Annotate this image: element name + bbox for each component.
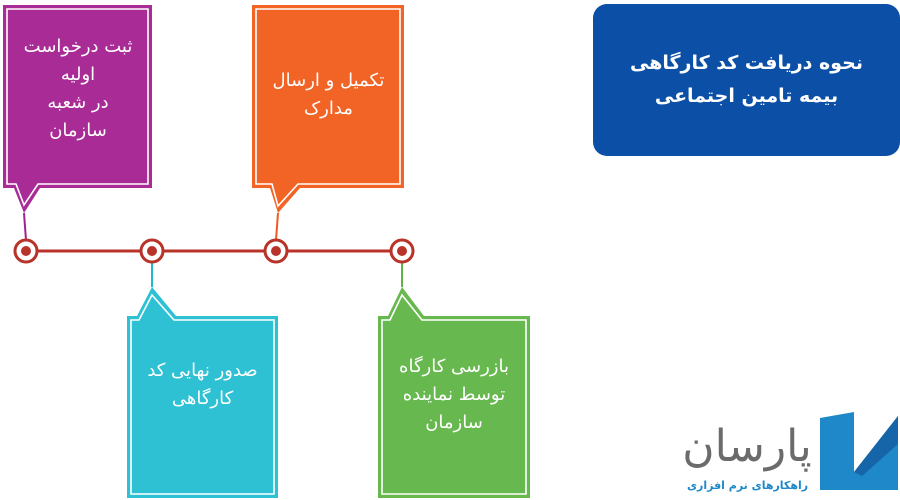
step-1-text: ثبت درخواست اولیه در شعبه سازمان bbox=[23, 36, 133, 141]
step-3-text: تکمیل و ارسال مدارک bbox=[272, 70, 385, 119]
timeline-node-3 bbox=[263, 238, 289, 264]
step-2-callout bbox=[127, 287, 278, 498]
logo-tagline: راهکارهای نرم افزاری bbox=[686, 478, 809, 492]
step-1-callout bbox=[3, 5, 152, 213]
diagram-title: نحوه دریافت کد کارگاهی بیمه تامین اجتماع… bbox=[593, 4, 900, 156]
step-1-connector bbox=[23, 212, 27, 241]
timeline-node-2 bbox=[139, 238, 165, 264]
timeline-node-4 bbox=[389, 238, 415, 264]
timeline-node-1 bbox=[13, 238, 39, 264]
step-3-callout bbox=[252, 5, 404, 213]
step-2-text: صدور نهایی کد کارگاهی bbox=[147, 360, 258, 409]
logo-name: پارسان bbox=[682, 420, 812, 472]
parsan-logo-icon bbox=[820, 412, 898, 490]
step-4-text: بازرسی کارگاه توسط نماینده سازمان bbox=[399, 356, 509, 433]
step-3-connector bbox=[275, 212, 279, 241]
step-4-callout bbox=[378, 287, 530, 498]
